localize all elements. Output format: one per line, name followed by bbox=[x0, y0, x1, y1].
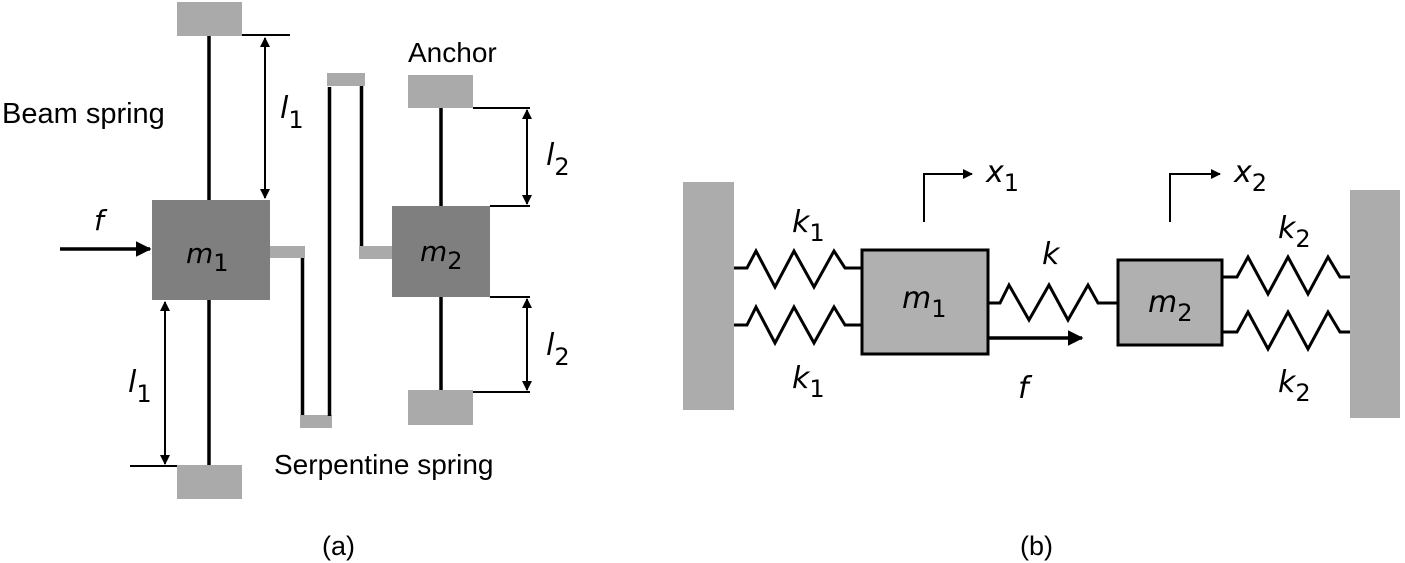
spring-k1-top bbox=[734, 247, 862, 291]
label-x1: x1 bbox=[985, 155, 1019, 197]
serpentine-spring bbox=[270, 73, 392, 428]
label-k-coupling: k bbox=[1042, 237, 1061, 272]
label-beam-spring: Beam spring bbox=[2, 98, 165, 130]
wall-left bbox=[683, 182, 734, 410]
label-m1-b: m1 bbox=[902, 281, 947, 323]
label-l1-top: l1 bbox=[280, 91, 304, 134]
mass-m1 bbox=[152, 200, 270, 300]
label-force-a: f bbox=[94, 204, 108, 237]
label-k2-top: k2 bbox=[1278, 211, 1311, 253]
spring-k1-bottom bbox=[734, 303, 862, 347]
label-m2-a: m2 bbox=[420, 235, 463, 275]
label-l1-bottom: l1 bbox=[128, 365, 152, 408]
label-serpentine-spring: Serpentine spring bbox=[274, 449, 493, 480]
serpentine-bottom-link bbox=[300, 415, 332, 428]
mass-m2-b bbox=[1116, 258, 1224, 347]
label-k1-top: k1 bbox=[792, 205, 825, 247]
label-l2-top: l2 bbox=[546, 138, 570, 181]
mass-m2 bbox=[392, 206, 490, 297]
displacement-arrow-x2 bbox=[1169, 169, 1221, 222]
serpentine-stub-m1 bbox=[270, 246, 305, 258]
panel-b: k1 k1 k k2 k2 x1 x2 m1 m2 f (b) bbox=[683, 155, 1400, 561]
anchor-m1-bottom bbox=[177, 465, 242, 499]
serpentine-stub-m2 bbox=[359, 246, 392, 259]
label-x2: x2 bbox=[1233, 155, 1267, 197]
serpentine-top-link bbox=[327, 73, 365, 86]
anchor-m1-top bbox=[177, 2, 242, 36]
spring-k2-bottom bbox=[1222, 308, 1350, 353]
caption-b: (b) bbox=[1020, 531, 1053, 561]
panel-a: Beam spring Anchor Serpentine spring f m… bbox=[2, 2, 570, 561]
label-k2-bottom: k2 bbox=[1278, 365, 1311, 407]
label-k1-bottom: k1 bbox=[792, 361, 825, 403]
displacement-arrow-x1 bbox=[923, 169, 973, 222]
spring-k-coupling bbox=[988, 281, 1118, 324]
label-anchor: Anchor bbox=[408, 37, 497, 68]
label-m2-b: m2 bbox=[1148, 285, 1193, 327]
label-l2-bottom: l2 bbox=[546, 328, 570, 371]
label-m1-a: m1 bbox=[186, 237, 229, 277]
wall-right bbox=[1350, 190, 1400, 418]
anchor-m2-bottom bbox=[408, 390, 473, 425]
anchor-m2-top bbox=[408, 75, 473, 108]
mass-m1-b bbox=[860, 248, 990, 356]
caption-a: (a) bbox=[322, 531, 355, 561]
spring-k2-top bbox=[1222, 253, 1350, 298]
label-force-b: f bbox=[1018, 371, 1033, 406]
